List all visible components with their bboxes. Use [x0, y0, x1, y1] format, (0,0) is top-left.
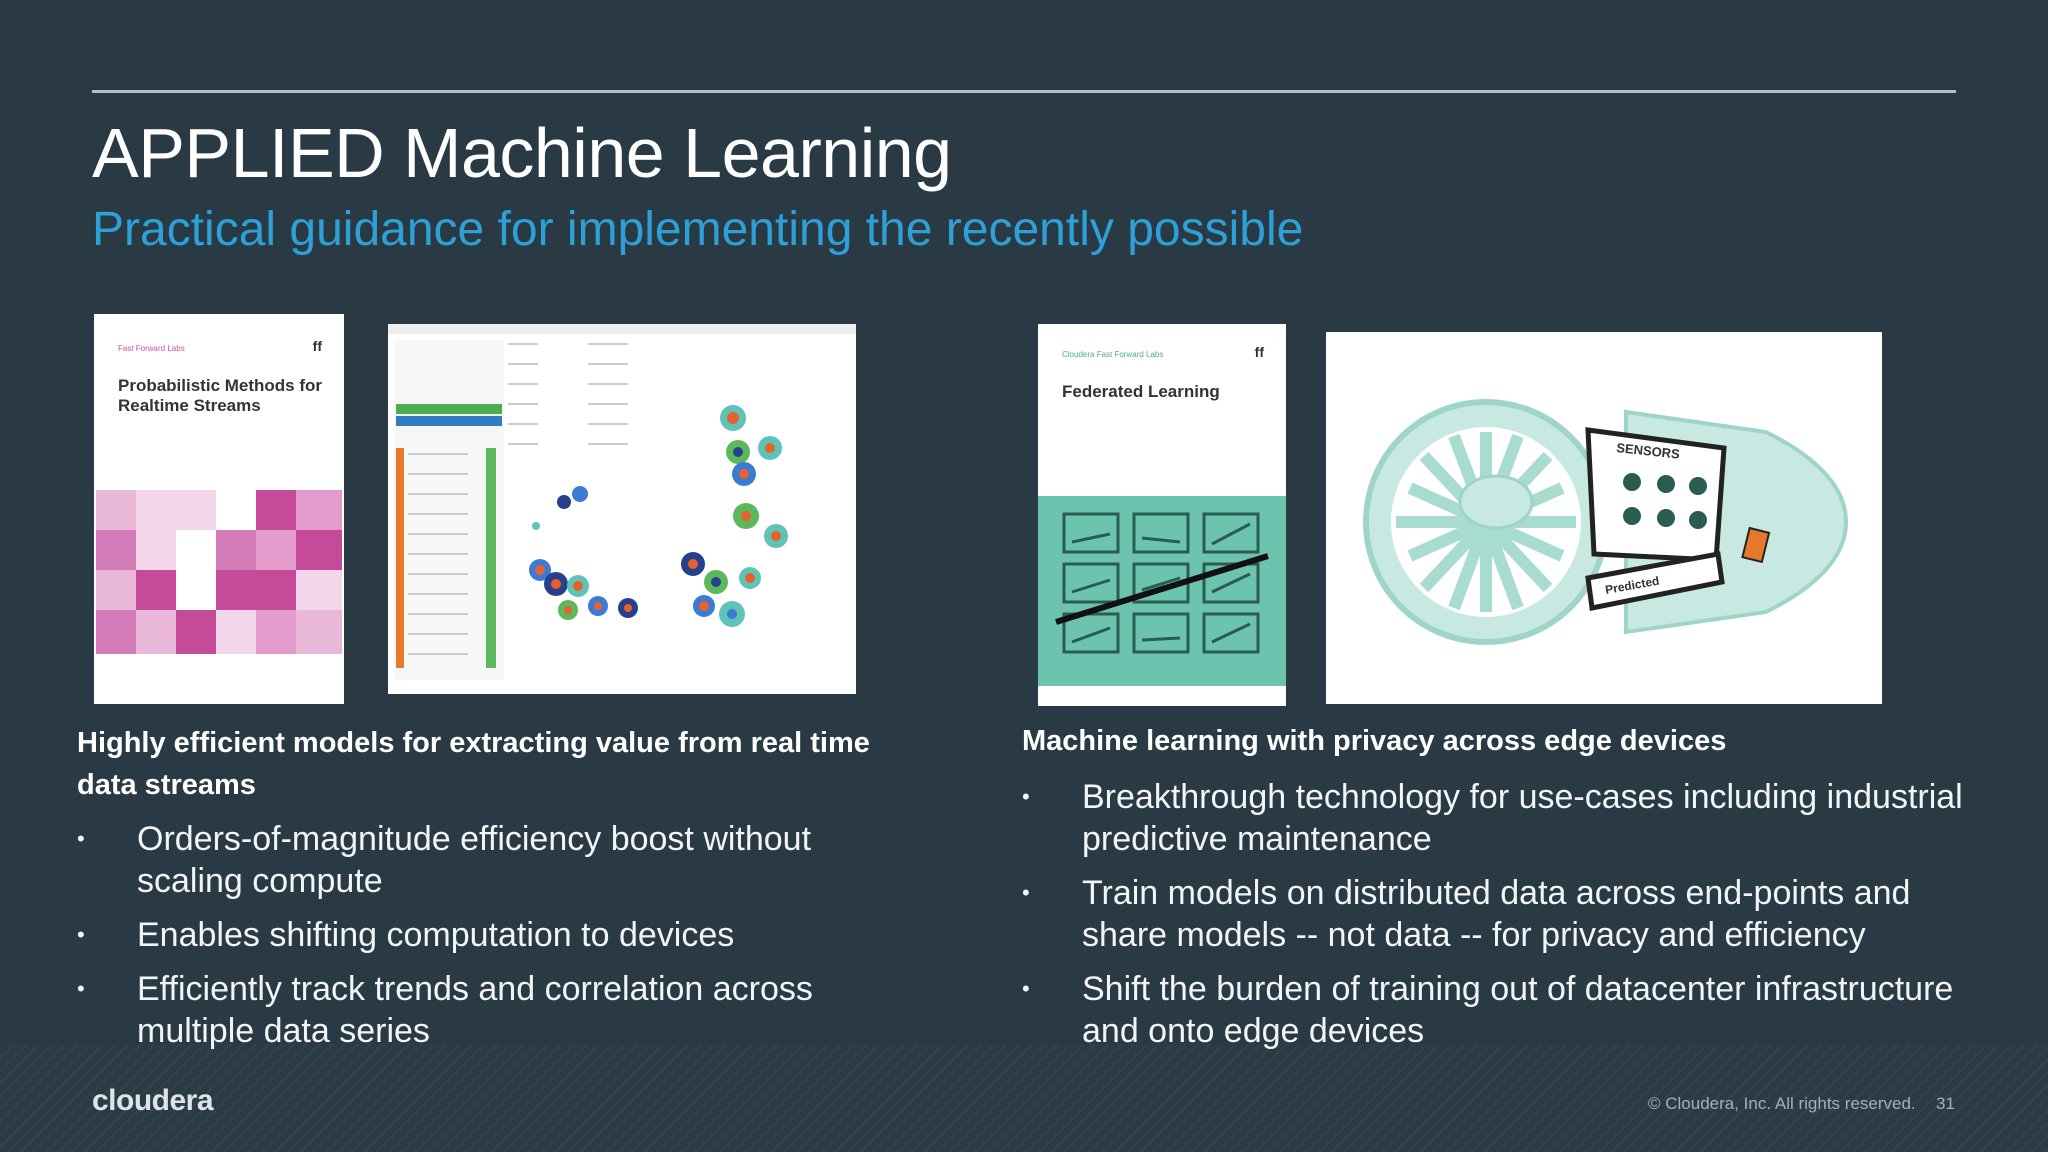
- book-publisher-tag: Cloudera Fast Forward Labs: [1062, 350, 1164, 359]
- book-title: Probabilistic Methods for Realtime Strea…: [118, 376, 323, 415]
- bullet-text: Enables shifting computation to devices: [137, 916, 735, 954]
- slide-title: APPLIED Machine Learning: [92, 114, 952, 192]
- bullet-text: Breakthrough technology for use-cases in…: [1082, 778, 1963, 858]
- bullet-text: Efficiently track trends and correlation…: [137, 970, 813, 1050]
- list-item: • Train models on distributed data across…: [1022, 872, 1982, 956]
- copyright-text: © Cloudera, Inc. All rights reserved.: [1648, 1094, 1916, 1113]
- top-rule: [92, 90, 1956, 93]
- federated-illustration: [1038, 496, 1286, 686]
- list-item: • Efficiently track trends and correlatio…: [77, 968, 877, 1052]
- book-cover-federated-learning: Cloudera Fast Forward Labs ff Federated …: [1038, 324, 1286, 706]
- bullet-text: Shift the burden of training out of data…: [1082, 970, 1954, 1050]
- right-heading: Machine learning with privacy across edg…: [1022, 725, 1727, 757]
- bullet-text: Orders-of-magnitude efficiency boost wit…: [137, 820, 812, 900]
- right-bullet-list: • Breakthrough technology for use-cases i…: [1022, 776, 1982, 1064]
- bullet-icon: •: [77, 922, 85, 947]
- bullet-icon: •: [1022, 976, 1030, 1001]
- footer-band: [0, 1044, 2048, 1152]
- dashboard-screenshot: [388, 324, 856, 694]
- cloudera-logo: cloudera: [92, 1084, 214, 1117]
- left-heading: Highly efficient models for extracting v…: [77, 727, 870, 801]
- ff-logo: ff: [1254, 344, 1264, 360]
- left-bullet-list: • Orders-of-magnitude efficiency boost wi…: [77, 818, 877, 1064]
- list-item: • Orders-of-magnitude efficiency boost wi…: [77, 818, 877, 902]
- pink-mosaic: [96, 490, 342, 702]
- bullet-icon: •: [1022, 784, 1030, 809]
- list-item: • Shift the burden of training out of dat…: [1022, 968, 1982, 1052]
- slide-subtitle: Practical guidance for implementing the …: [92, 203, 1304, 256]
- bullet-icon: •: [77, 826, 85, 851]
- ff-logo: ff: [312, 338, 322, 354]
- page-number: 31: [1936, 1094, 1955, 1113]
- dashboard-illustration: [388, 324, 856, 680]
- book-publisher-tag: Fast Forward Labs: [118, 344, 185, 353]
- bullet-icon: •: [1022, 880, 1030, 905]
- bullet-icon: •: [77, 976, 85, 1001]
- list-item: • Enables shifting computation to devices: [77, 914, 877, 956]
- book-title: Federated Learning: [1062, 382, 1220, 401]
- engine-drawing: SENSORS Predicted: [1363, 399, 1849, 645]
- list-item: • Breakthrough technology for use-cases i…: [1022, 776, 1982, 860]
- sensors-label: SENSORS: [1616, 440, 1681, 462]
- engine-sensors-illustration: SENSORS Predicted: [1326, 332, 1882, 704]
- book-cover-probabilistic-methods: Fast Forward Labs ff Probabilistic Metho…: [94, 314, 344, 704]
- bullet-text: Train models on distributed data across …: [1082, 874, 1911, 954]
